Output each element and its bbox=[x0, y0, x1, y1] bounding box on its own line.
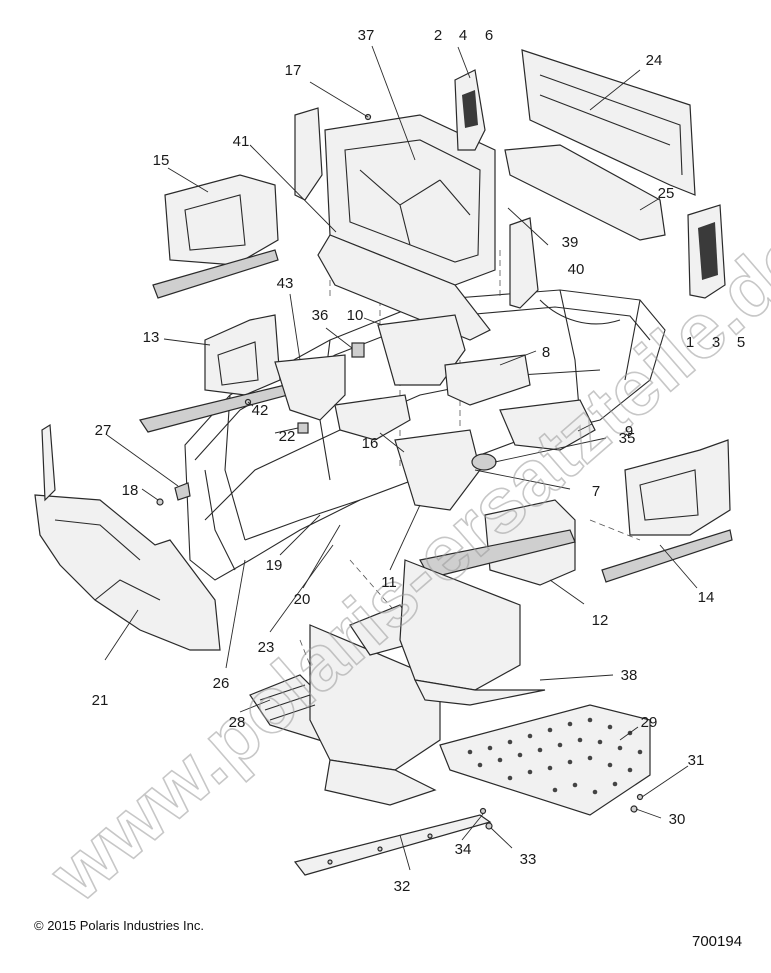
callout-7: 7 bbox=[592, 483, 600, 500]
rear-lower-rail-25 bbox=[504, 144, 666, 241]
bottom-plate-32 bbox=[293, 814, 492, 876]
callout-17: 17 bbox=[285, 62, 302, 79]
storage-box-9 bbox=[499, 399, 596, 451]
callout-39: 39 bbox=[562, 234, 579, 251]
right-floor-tray-38 bbox=[349, 559, 546, 706]
callout-35: 35 bbox=[619, 430, 636, 447]
callout-38: 38 bbox=[621, 667, 638, 684]
callout-43: 43 bbox=[277, 275, 294, 292]
callout-24: 24 bbox=[646, 52, 663, 69]
callout-16: 16 bbox=[362, 435, 379, 452]
callout-25: 25 bbox=[658, 185, 675, 202]
rear-pillar-left bbox=[294, 107, 323, 201]
callout-18: 18 bbox=[122, 482, 139, 499]
callout-26: 26 bbox=[213, 675, 230, 692]
callout-40: 40 bbox=[568, 261, 585, 278]
callout-labels: 1 2 3 4 5 6 7 8 9 10 11 12 13 14 15 16 1… bbox=[92, 27, 746, 895]
fastener-34 bbox=[479, 807, 487, 815]
diagram-number: 700194 bbox=[692, 933, 743, 950]
fastener-31 bbox=[636, 793, 644, 801]
center-tray bbox=[334, 394, 411, 441]
callout-9: 9 bbox=[625, 423, 633, 440]
skid-plate-29 bbox=[439, 704, 651, 816]
left-front-fender-21 bbox=[34, 423, 221, 651]
center-storage-box-7 bbox=[394, 429, 481, 511]
callout-32: 32 bbox=[394, 878, 411, 895]
callout-23: 23 bbox=[258, 639, 275, 656]
rear-upper-panel-24 bbox=[521, 49, 696, 196]
side-pillar-39-40 bbox=[509, 217, 539, 309]
callout-34: 34 bbox=[455, 841, 472, 858]
right-fender-14 bbox=[601, 439, 733, 583]
callout-6: 6 bbox=[485, 27, 493, 44]
left-floor-tray-28 bbox=[249, 624, 441, 806]
right-side-pillar-1-3-5 bbox=[687, 204, 726, 299]
callout-8: 8 bbox=[542, 344, 550, 361]
clip-36 bbox=[351, 342, 365, 358]
leader-lines bbox=[104, 45, 698, 871]
tray-8 bbox=[444, 354, 531, 406]
callout-29: 29 bbox=[641, 714, 658, 731]
callout-30: 30 bbox=[669, 811, 686, 828]
callout-5: 5 bbox=[737, 334, 745, 351]
copyright-notice: © 2015 Polaris Industries Inc. bbox=[34, 918, 204, 933]
callout-42: 42 bbox=[252, 402, 269, 419]
callout-13: 13 bbox=[143, 329, 160, 346]
callout-10: 10 bbox=[347, 307, 364, 324]
callout-33: 33 bbox=[520, 851, 537, 868]
callout-2: 2 bbox=[434, 27, 442, 44]
bracket-27 bbox=[174, 482, 191, 501]
callout-1: 1 bbox=[686, 334, 694, 351]
callout-36: 36 bbox=[312, 307, 329, 324]
callout-41: 41 bbox=[233, 133, 250, 150]
callout-15: 15 bbox=[153, 152, 170, 169]
storage-bin-43 bbox=[274, 354, 346, 421]
callout-20: 20 bbox=[294, 591, 311, 608]
callout-19: 19 bbox=[266, 557, 283, 574]
callout-31: 31 bbox=[688, 752, 705, 769]
callout-14: 14 bbox=[698, 589, 715, 606]
callout-22: 22 bbox=[279, 428, 296, 445]
screw-18 bbox=[156, 498, 164, 506]
clip-22 bbox=[297, 422, 309, 434]
callout-4: 4 bbox=[459, 27, 467, 44]
bulkhead-lower-rail-41 bbox=[317, 234, 491, 341]
callout-12: 12 bbox=[592, 612, 609, 629]
upper-side-pillar-2-4-6 bbox=[454, 69, 486, 151]
callout-11: 11 bbox=[381, 574, 397, 591]
callout-3: 3 bbox=[712, 334, 720, 351]
left-rear-fender-15 bbox=[152, 174, 279, 299]
callout-27: 27 bbox=[95, 422, 112, 439]
callout-37: 37 bbox=[358, 27, 375, 44]
callout-28: 28 bbox=[229, 714, 246, 731]
callout-21: 21 bbox=[92, 692, 109, 709]
center-floor-box-12 bbox=[419, 499, 576, 586]
fastener-33 bbox=[485, 822, 493, 830]
